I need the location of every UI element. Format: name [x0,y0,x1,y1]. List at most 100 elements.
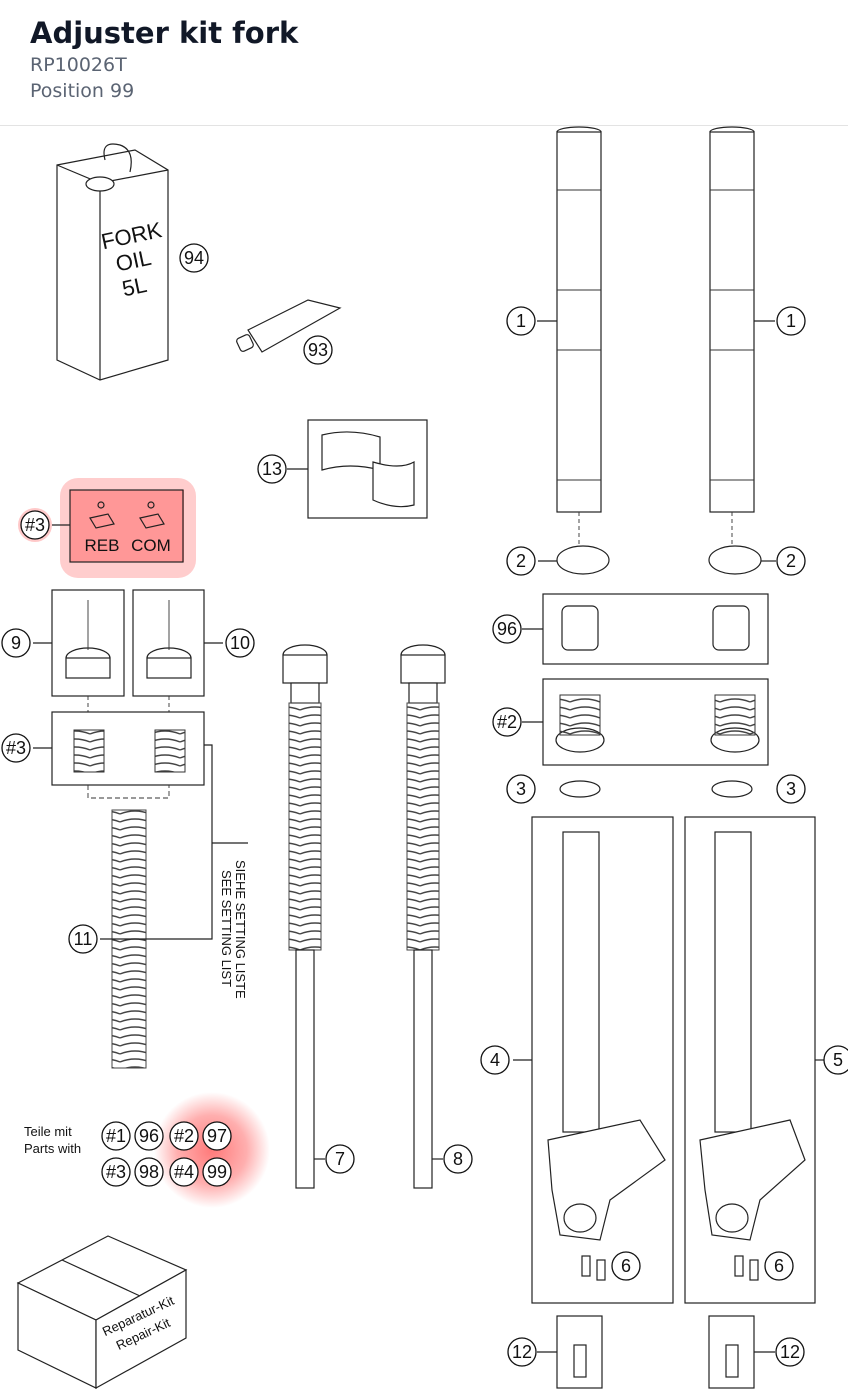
callout-14: 3 [506,774,536,804]
legend-item-6-circle [169,1157,199,1187]
legend-item-4-label: #3 [106,1162,126,1182]
callout-20: 7 [325,1144,355,1174]
callout-0: 94 [179,243,209,273]
callout-5: 10 [225,628,255,658]
callout-5-label: 10 [230,633,250,653]
legend-item-5-label: 98 [139,1162,159,1182]
setting-list-de: SIEHE SETTING LISTE [233,860,248,999]
callout-0-circle [179,243,209,273]
callout-9-label: 1 [786,311,796,331]
legend-item-7: 99 [202,1157,232,1187]
callout-2-circle [257,454,287,484]
callout-7-label: 11 [74,929,93,949]
cartridge-7 [282,644,328,1189]
callout-19-circle [764,1251,794,1281]
callout-12: 96 [492,614,522,644]
legend-item-0: #1 [101,1121,131,1151]
callout-15: 3 [776,774,806,804]
highlight-legend [154,1092,270,1208]
legend-item-1: 96 [134,1121,164,1151]
fork-upper-tubes [537,126,775,545]
setting-list-en: SEE SETTING LIST [219,870,234,987]
callout-16-circle [480,1045,510,1075]
callout-2-label: 13 [262,459,282,479]
callout-2: 13 [257,454,287,484]
callout-4: 9 [1,628,31,658]
callout-1-label: 93 [308,340,328,360]
callout-17-label: 5 [833,1050,843,1070]
adjuster-box: REB COM [52,489,184,563]
callout-22-label: 12 [512,1342,532,1362]
axle-bolts [537,1315,775,1389]
legend-item-6-label: #4 [174,1162,194,1182]
upper-tube-right [709,126,755,513]
callout-14-label: 3 [516,779,526,799]
position-label: Position 99 [30,80,135,102]
callout-21-circle [443,1144,473,1174]
callout-18: 6 [611,1251,641,1281]
legend-item-4-circle [101,1157,131,1187]
callout-6: #3 [1,733,31,763]
callout-16-label: 4 [490,1050,500,1070]
main-spring: SIEHE SETTING LISTE SEE SETTING LIST [100,744,248,1069]
upper-tube-left [556,126,602,513]
legend-text-de: Teile mit [24,1124,72,1139]
legend-text-en: Parts with [24,1141,81,1156]
callout-8-circle [506,306,536,336]
callout-5-circle [225,628,255,658]
damper-cartridges [282,644,446,1189]
legend-item-6: #4 [169,1157,199,1187]
callout-21-label: 8 [453,1149,463,1169]
callout-8: 1 [506,306,536,336]
callout-17: 5 [823,1045,848,1075]
callout-3: #3 [20,510,50,540]
callout-20-label: 7 [335,1149,345,1169]
callout-13-label: #2 [497,712,517,732]
callout-19: 6 [764,1251,794,1281]
legend-item-0-circle [101,1121,131,1151]
callout-13-circle [492,707,522,737]
repair-kit-box: Reparatur-Kit Repair-Kit [16,1235,188,1390]
callout-22-circle [507,1337,537,1367]
callout-14-circle [506,774,536,804]
exploded-parts-diagram: FORK OIL 5L REB COM [1,126,848,1390]
callout-19-label: 6 [774,1256,784,1276]
callout-13: #2 [492,707,522,737]
legend-item-4: #3 [101,1157,131,1187]
callout-4-label: 9 [11,633,21,653]
legend-item-5: 98 [134,1157,164,1187]
callout-7: 11 [68,924,98,954]
callout-20-circle [325,1144,355,1174]
callout-6-circle [1,733,31,763]
callout-12-label: 96 [497,619,517,639]
legend-item-3-label: 97 [207,1126,227,1146]
cartridge-heads [33,589,223,712]
grease-tube [236,299,342,353]
page-header: Adjuster kit fork RP10026T Position 99 [0,0,848,126]
callout-11-label: 2 [786,551,796,571]
callout-15-label: 3 [786,779,796,799]
legend-item-1-circle [134,1121,164,1151]
callout-6-label: #3 [6,738,26,758]
callout-10-circle [506,546,536,576]
callout-11: 2 [776,546,806,576]
callout-23-label: 12 [780,1342,800,1362]
adjuster-label-reb: REB [85,536,120,555]
callout-23-circle [775,1337,805,1367]
callout-4-circle [1,628,31,658]
fork-bushings-seals [522,545,776,798]
legend-item-2-label: #2 [174,1126,194,1146]
legend-item-2: #2 [169,1121,199,1151]
fork-lower-legs [513,816,825,1304]
legend-item-5-circle [134,1157,164,1187]
callout-0-label: 94 [184,248,204,268]
callout-10-label: 2 [516,551,526,571]
part-number: RP10026T [30,54,127,76]
callout-23: 12 [775,1337,805,1367]
callout-1-circle [303,335,333,365]
callout-21: 8 [443,1144,473,1174]
callout-15-circle [776,774,806,804]
adjuster-label-com: COM [131,536,171,555]
part-13-sleeves [287,419,428,519]
